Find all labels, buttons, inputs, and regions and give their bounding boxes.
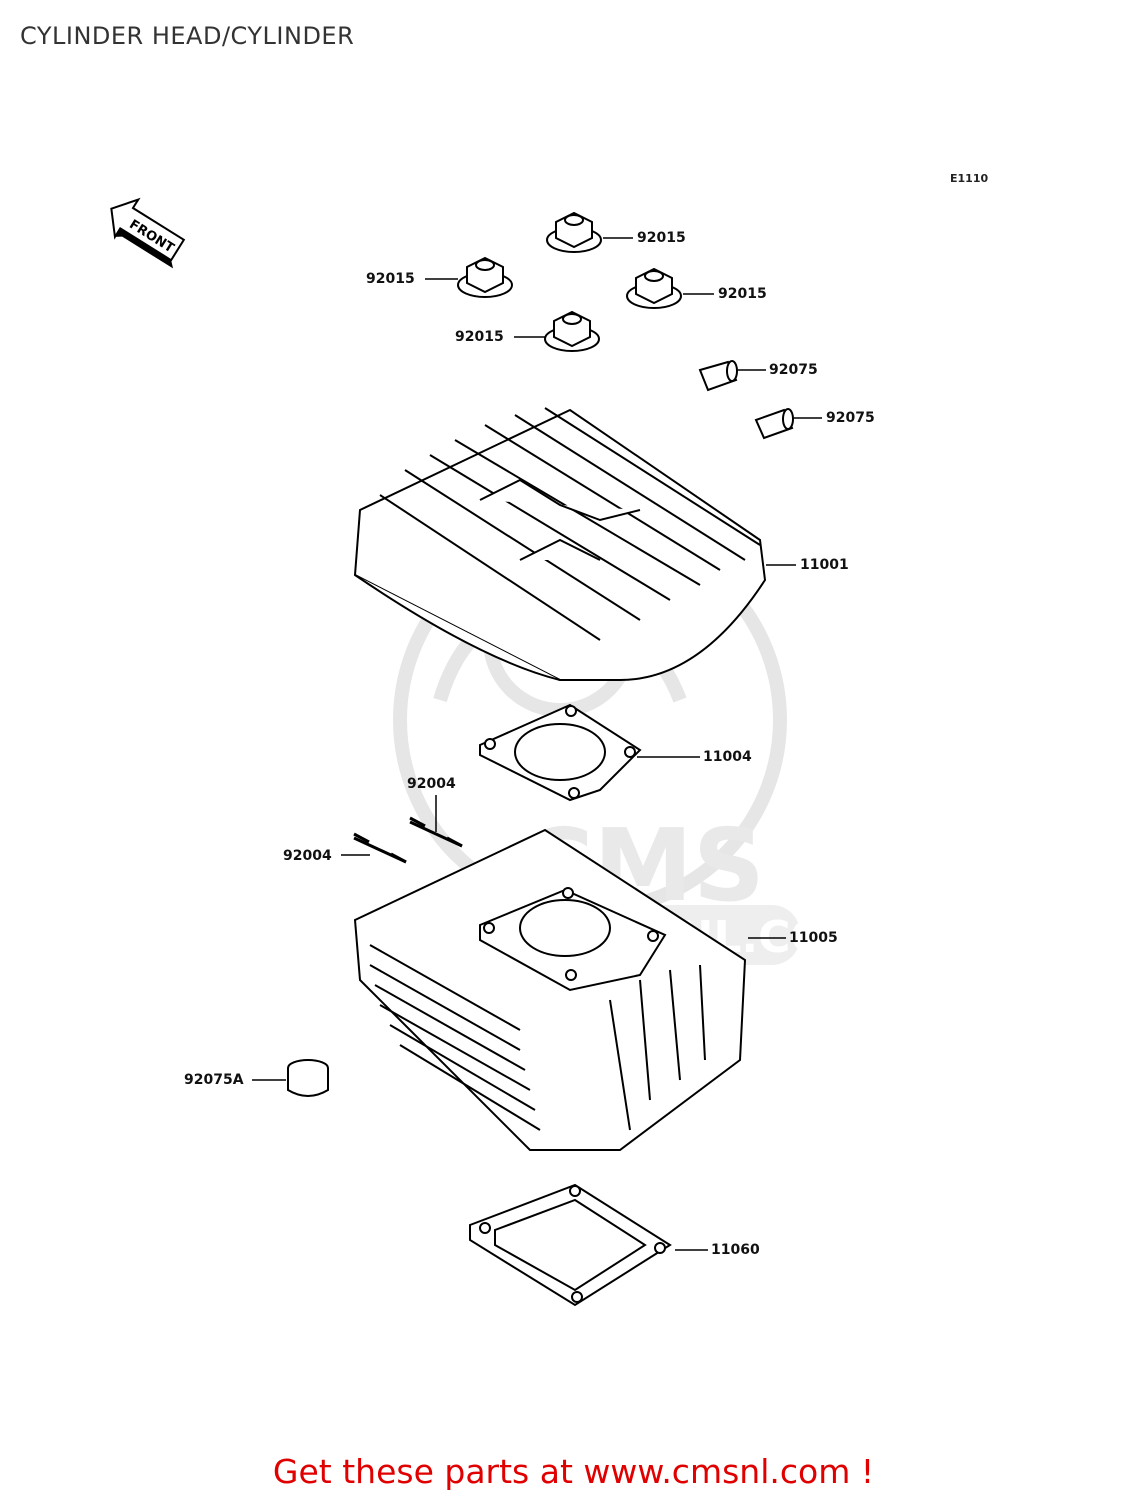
callout-stud-upper: 92004 — [407, 776, 456, 792]
dowel-pin-upper — [698, 360, 738, 392]
flange-nut-top — [546, 211, 602, 253]
promo-link[interactable]: Get these parts at www.cmsnl.com ! — [272, 1452, 875, 1491]
stud-lower — [353, 832, 407, 864]
callout-nut-right: 92015 — [718, 286, 767, 302]
flange-nut-right — [626, 267, 682, 309]
callout-dowel-lower: 92075 — [826, 410, 875, 426]
callout-cylinder: 11005 — [789, 930, 838, 946]
callout-cylinder-head: 11001 — [800, 557, 849, 573]
callout-dowel-cylinder: 92075A — [184, 1072, 244, 1088]
leader-lines — [252, 237, 822, 1251]
promo-banner[interactable]: Get these parts at www.cmsnl.com ! — [0, 1452, 1147, 1491]
callout-nut-bottom: 92015 — [455, 329, 504, 345]
diagram-code: E1110 — [950, 172, 989, 185]
parts-diagram: CMS WWW.CMSNL.COM FRONT — [110, 197, 822, 1307]
callout-stud-lower: 92004 — [283, 848, 332, 864]
flange-nut-bottom — [544, 310, 600, 352]
callout-nut-top: 92015 — [637, 230, 686, 246]
cylinder-head — [353, 407, 767, 681]
callout-base-gasket: 11060 — [711, 1242, 760, 1258]
page-title: CYLINDER HEAD/CYLINDER — [20, 22, 355, 50]
cylinder — [353, 828, 747, 1151]
callout-head-gasket: 11004 — [703, 749, 752, 765]
dowel-pin-cylinder — [287, 1059, 329, 1097]
dowel-pin-lower — [754, 408, 794, 440]
front-arrow-icon: FRONT — [110, 197, 186, 269]
head-gasket — [479, 703, 642, 802]
callout-nut-left: 92015 — [366, 271, 415, 287]
base-gasket — [469, 1183, 672, 1307]
callout-dowel-upper: 92075 — [769, 362, 818, 378]
flange-nut-left — [457, 256, 513, 298]
stud-upper — [409, 816, 463, 848]
